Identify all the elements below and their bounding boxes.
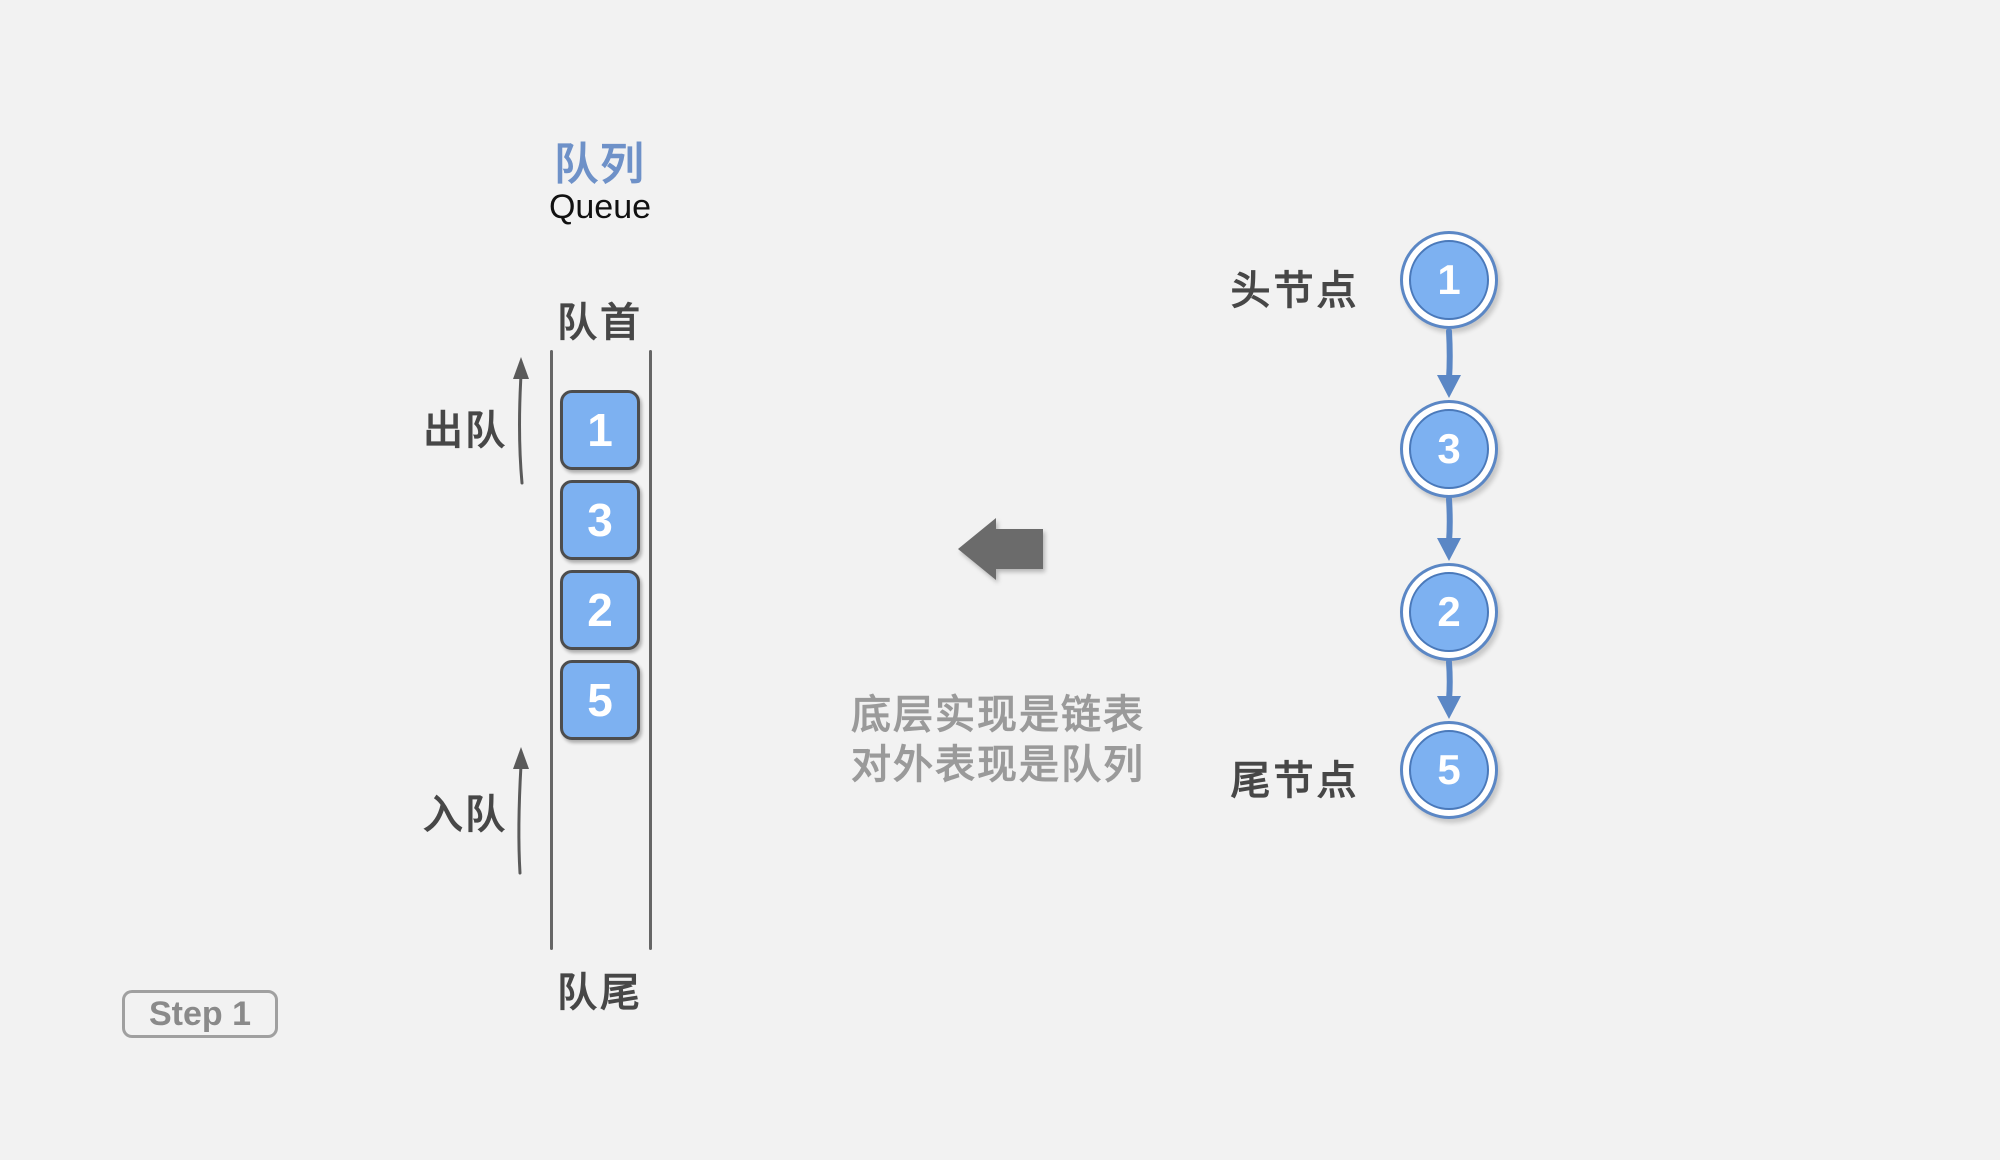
- linked-list-node-value: 5: [1409, 730, 1489, 810]
- queue-title-en: Queue: [548, 188, 652, 226]
- dequeue-label: 出队: [423, 409, 507, 453]
- head-node-label: 头节点: [1230, 269, 1360, 313]
- linked-list-node-value: 2: [1409, 572, 1489, 652]
- link-down-arrow-icon: [1437, 660, 1461, 719]
- tail-node-label: 尾节点: [1230, 759, 1360, 803]
- queue-item-box: 2: [560, 570, 640, 650]
- dequeue-up-arrow-icon: [513, 357, 529, 485]
- linked-list-node: 1: [1400, 231, 1498, 329]
- linked-list-node: 5: [1400, 721, 1498, 819]
- note-line-2: 对外表现是队列: [851, 743, 1145, 787]
- link-down-arrow-icon: [1437, 497, 1461, 561]
- linked-list-node-value: 1: [1409, 240, 1489, 320]
- note-line-1: 底层实现是链表: [851, 693, 1145, 737]
- queue-channel-left-line: [550, 350, 553, 950]
- queue-title-cn: 队列: [554, 140, 646, 189]
- big-left-arrow-icon: [958, 518, 1043, 580]
- step-badge: Step 1: [122, 990, 278, 1038]
- queue-item-box: 3: [560, 480, 640, 560]
- linked-list-node-value: 3: [1409, 409, 1489, 489]
- enqueue-up-arrow-icon: [513, 747, 529, 875]
- queue-front-label: 队首: [557, 301, 643, 345]
- enqueue-label: 入队: [423, 793, 507, 837]
- link-down-arrow-icon: [1437, 329, 1461, 398]
- queue-item-box: 1: [560, 390, 640, 470]
- linked-list-node: 2: [1400, 563, 1498, 661]
- linked-list-node: 3: [1400, 400, 1498, 498]
- queue-rear-label: 队尾: [557, 971, 643, 1015]
- queue-channel-right-line: [649, 350, 652, 950]
- queue-item-box: 5: [560, 660, 640, 740]
